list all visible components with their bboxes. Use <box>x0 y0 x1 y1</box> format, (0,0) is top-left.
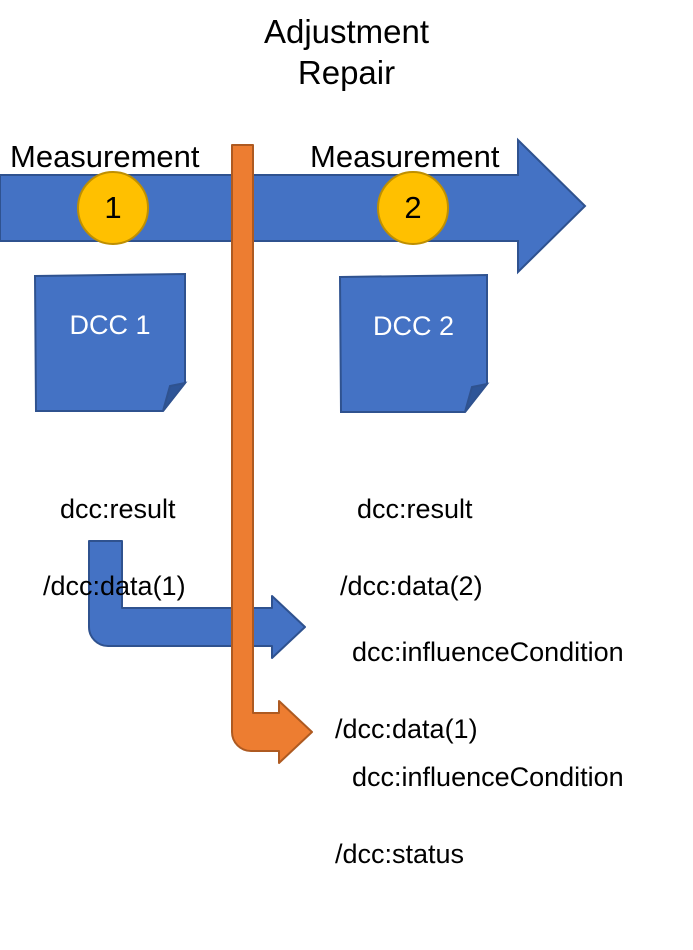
diagram-title-line-1: Adjustment <box>263 13 430 50</box>
dcc-document-2 <box>338 273 490 413</box>
measurement-label-2: Measurement <box>310 139 500 174</box>
dcc-document-1-label: DCC 1 <box>69 309 151 340</box>
step-marker-1-number: 1 <box>104 190 122 225</box>
dcc-document-2-label: DCC 2 <box>372 310 454 341</box>
measurement-timeline-arrow <box>0 137 587 275</box>
adjustment-repair-event-bar <box>231 144 313 764</box>
influence-path-label-2: dcc:influenceCondition /dcc:status <box>322 720 624 950</box>
dcc-document-1 <box>33 272 188 412</box>
result-path-label-2-line1: dcc:result <box>357 494 473 525</box>
influence-path-label-2-line2: /dcc:status <box>335 838 465 869</box>
diagram-title-line-2: Repair <box>297 54 396 91</box>
measurement-label-1: Measurement <box>10 139 200 174</box>
influence-path-label-1: dcc:influenceCondition /dcc:data(1) <box>322 595 624 825</box>
influence-path-label-1-line1: dcc:influenceCondition <box>352 637 624 668</box>
result-path-label-1-line2: /dcc:data(1) <box>43 570 186 601</box>
diagram-canvas: Adjustment Repair Measurement Measuremen… <box>0 13 624 869</box>
step-marker-1 <box>77 171 149 245</box>
result-path-label-2-line2: /dcc:data(2) <box>340 570 483 601</box>
step-marker-2-number: 2 <box>404 190 422 225</box>
result-path-label-1: dcc:result /dcc:data(1) <box>30 452 186 682</box>
diagram-shapes-layer <box>0 137 587 764</box>
influence-path-label-1-line2: /dcc:data(1) <box>335 713 478 744</box>
result-path-label-1-line1: dcc:result <box>60 494 176 525</box>
step-marker-2 <box>377 171 449 245</box>
influence-path-label-2-line1: dcc:influenceCondition <box>352 762 624 793</box>
result-path-label-2: dcc:result /dcc:data(2) <box>327 452 483 682</box>
